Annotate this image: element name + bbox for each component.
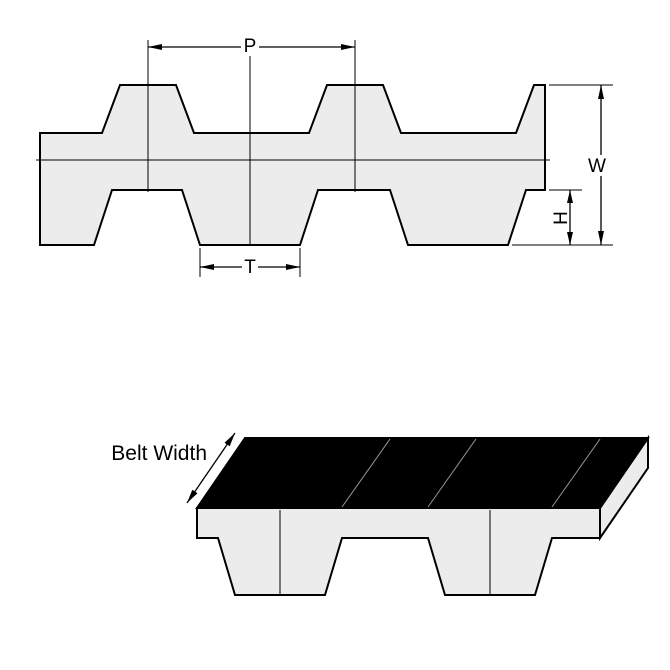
arrowhead-up-icon bbox=[567, 190, 573, 203]
pitch-dimension: P bbox=[148, 36, 355, 57]
arrowhead-left-icon bbox=[148, 44, 162, 50]
tooth-height-label: H bbox=[551, 211, 572, 225]
top-surface-separator-line bbox=[427, 438, 477, 508]
arrowhead-right-icon bbox=[341, 44, 355, 50]
cross-section-view: P W H T bbox=[36, 36, 613, 278]
belt-profile-outline bbox=[39, 84, 546, 246]
belt-width-dimension: Belt Width bbox=[111, 432, 236, 504]
pitch-label: P bbox=[244, 36, 257, 57]
arrowhead-left-icon bbox=[200, 264, 214, 270]
belt-width-label: Belt Width bbox=[111, 442, 207, 465]
arrowhead-down-icon bbox=[598, 231, 604, 245]
belt-top-surface bbox=[195, 437, 650, 509]
arrowhead-right-icon bbox=[286, 264, 300, 270]
height-dimension: H bbox=[549, 189, 582, 245]
arrowhead-lower-icon bbox=[187, 489, 198, 503]
w-label-mask bbox=[586, 155, 609, 176]
t-label-mask bbox=[242, 257, 258, 276]
tooth-width-dimension: T bbox=[199, 248, 301, 278]
arrowhead-down-icon bbox=[567, 232, 573, 245]
belt-front-face bbox=[196, 507, 601, 596]
top-surface-separator-line bbox=[341, 438, 391, 508]
arrowhead-upper-icon bbox=[224, 433, 235, 447]
top-surface-separator-line bbox=[551, 438, 601, 508]
arrowhead-up-icon bbox=[598, 85, 604, 99]
tooth-width-label: T bbox=[244, 257, 256, 278]
belt-thickness-label: W bbox=[588, 156, 606, 177]
belt-width-dimension-line bbox=[186, 432, 236, 504]
isometric-view: Belt Width bbox=[111, 432, 650, 596]
pitch-label-mask bbox=[241, 36, 259, 56]
width-dimension: W bbox=[512, 84, 613, 246]
